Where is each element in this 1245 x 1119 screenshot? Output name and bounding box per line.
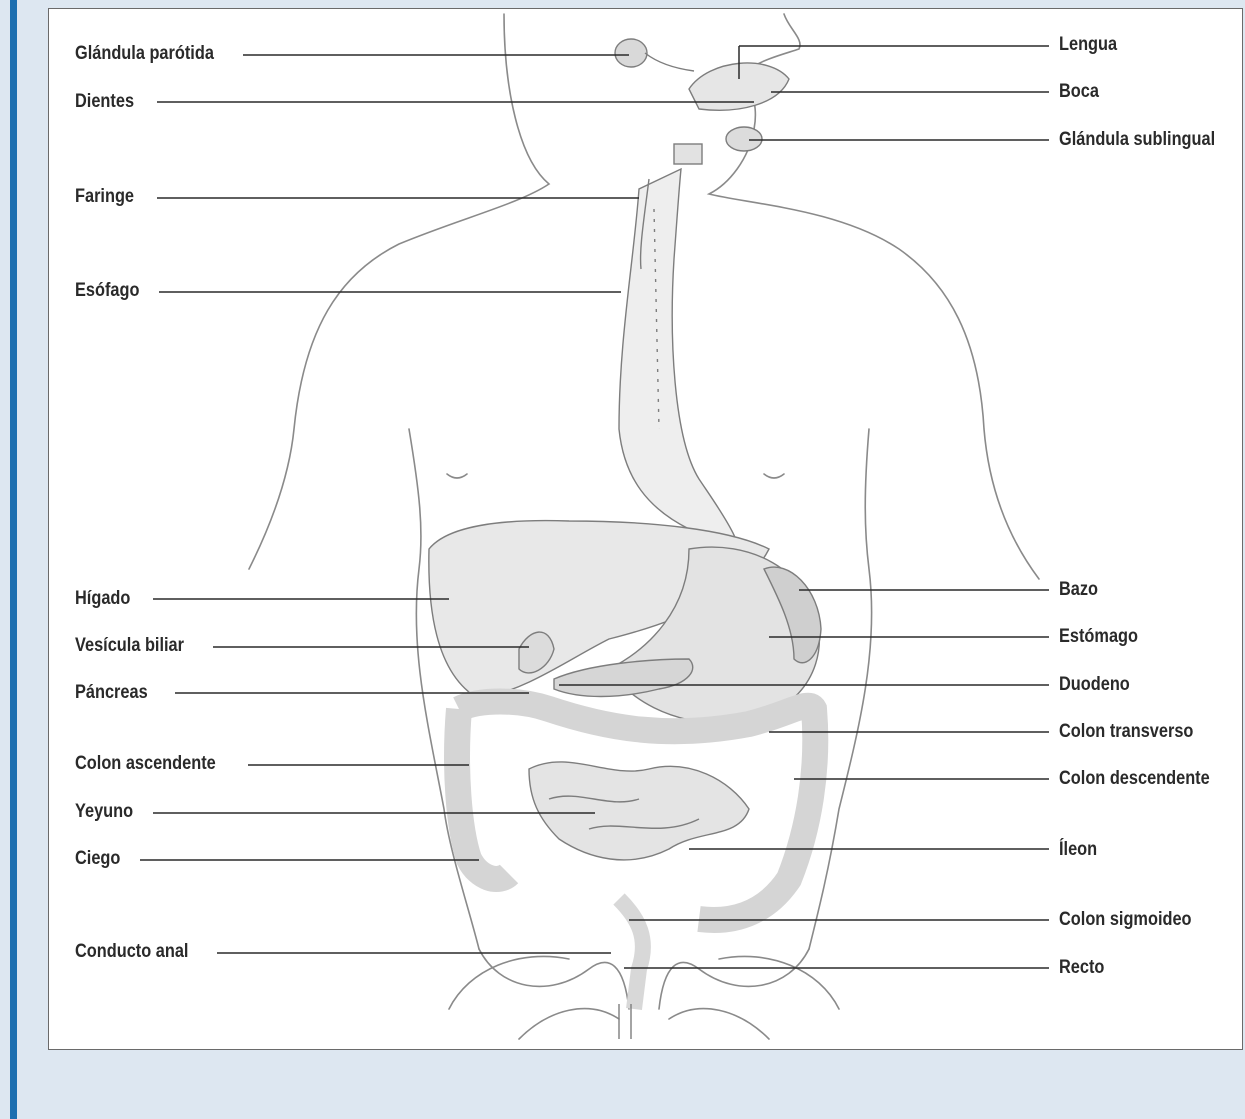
label-vesicula-biliar: Vesícula biliar <box>75 635 184 657</box>
label-glandula-parotida: Glándula parótida <box>75 43 214 65</box>
label-pancreas: Páncreas <box>75 682 148 704</box>
label-yeyuno: Yeyuno <box>75 801 133 823</box>
label-ciego: Ciego <box>75 848 120 870</box>
label-esofago: Esófago <box>75 280 139 302</box>
label-lengua: Lengua <box>1059 34 1117 56</box>
label-faringe: Faringe <box>75 186 134 208</box>
digestive-system-illustration <box>49 9 1242 1049</box>
label-glandula-sublingual: Glándula sublingual <box>1059 129 1215 151</box>
diagram-panel: Glándula parótida Dientes Faringe Esófag… <box>48 8 1243 1050</box>
label-estomago: Estómago <box>1059 626 1138 648</box>
label-colon-sigmoideo: Colon sigmoideo <box>1059 909 1192 931</box>
organs <box>429 39 821 1039</box>
label-colon-ascendente: Colon ascendente <box>75 753 216 775</box>
label-dientes: Dientes <box>75 91 134 113</box>
label-boca: Boca <box>1059 81 1099 103</box>
label-recto: Recto <box>1059 957 1104 979</box>
label-colon-transverso: Colon transverso <box>1059 721 1193 743</box>
label-conducto-anal: Conducto anal <box>75 941 188 963</box>
accent-rule <box>10 0 17 1119</box>
label-ileon: Íleon <box>1059 839 1097 861</box>
label-duodeno: Duodeno <box>1059 674 1130 696</box>
label-colon-descendente: Colon descendente <box>1059 768 1210 790</box>
label-bazo: Bazo <box>1059 579 1098 601</box>
label-higado: Hígado <box>75 588 130 610</box>
